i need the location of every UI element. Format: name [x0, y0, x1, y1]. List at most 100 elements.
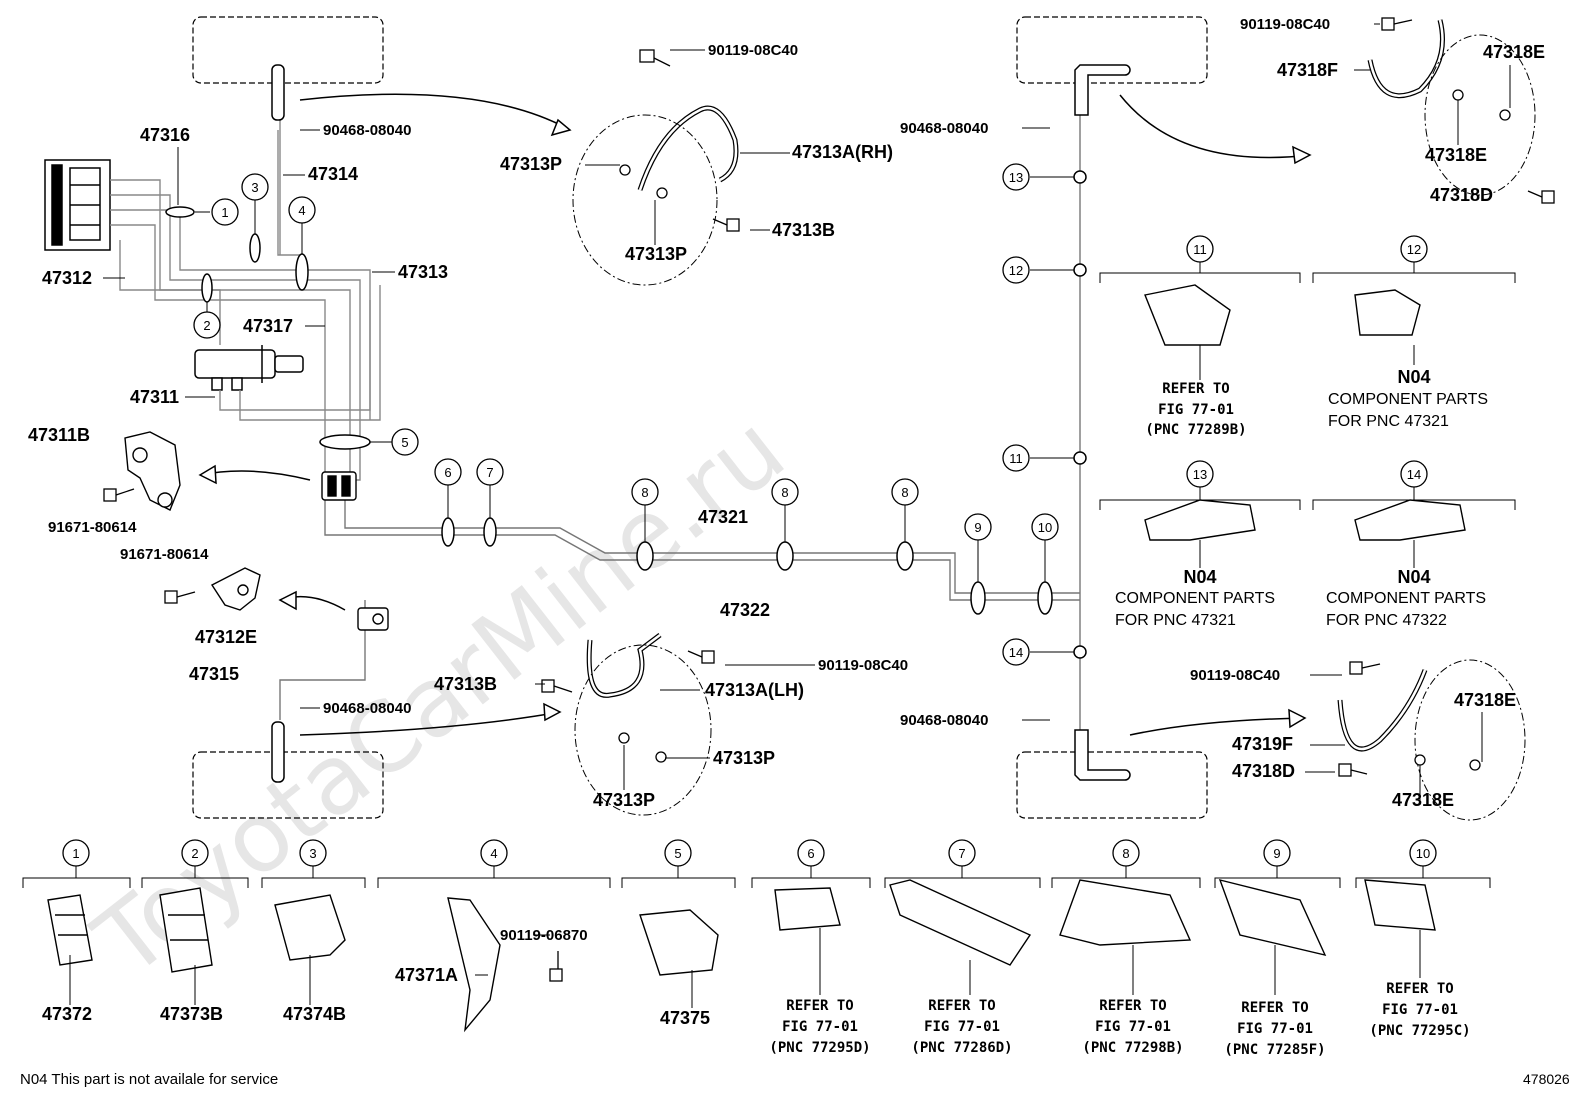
- label-47318E-2: 47318E: [1425, 145, 1487, 165]
- callout-11-top: [1186, 235, 1214, 263]
- callout-num: 12: [1009, 263, 1023, 278]
- clamp-47311B-icon: [124, 431, 181, 511]
- master-cylinder-icon: [44, 159, 111, 251]
- callout-num: 5: [674, 846, 681, 861]
- refer-7-pnc: (PNC 77286D): [911, 1040, 1012, 1056]
- label-47313: 47313: [398, 262, 448, 282]
- component-13: COMPONENT PARTS: [1115, 590, 1275, 607]
- callout-num: 2: [191, 846, 198, 861]
- callout-num: 10: [1038, 520, 1052, 535]
- label-47313A-LH: 47313A(LH): [705, 680, 804, 700]
- for-pnc-12: FOR PNC 47321: [1328, 413, 1449, 430]
- callout-num: 14: [1009, 645, 1023, 660]
- refer-notes: REFER TO FIG 77-01 (PNC 77289B) REFER TO…: [769, 381, 1470, 1058]
- clip-13-icon: [1144, 499, 1256, 541]
- washer-icons: [618, 89, 1511, 771]
- callout-num: 4: [298, 203, 305, 218]
- bolt-labels: 90119-08C40 90119-08C40 90119-08C40 9011…: [48, 16, 1330, 944]
- callout-8-bottom: [1112, 839, 1140, 867]
- refer-6: REFER TO: [786, 998, 853, 1014]
- part-labels: 47316 47314 47312 47313 47317 47311 4731…: [28, 42, 1545, 1028]
- callout-circles: [62, 163, 1437, 867]
- brake-tubes: [110, 85, 381, 490]
- clip-1-icon: [47, 894, 93, 966]
- component-notes: N04 COMPONENT PARTS FOR PNC 47321 N04 CO…: [1115, 367, 1488, 629]
- for-pnc-14: FOR PNC 47322: [1326, 612, 1447, 629]
- callout-num: 11: [1193, 242, 1207, 257]
- clip-6-icon: [774, 887, 841, 931]
- callout-num: 13: [1009, 170, 1023, 185]
- clip-5-icon: [639, 909, 719, 976]
- callout-9-bottom: [1263, 839, 1291, 867]
- direction-arrows: [199, 93, 1311, 736]
- refer-6-pnc: (PNC 77295D): [769, 1040, 870, 1056]
- component-14: COMPONENT PARTS: [1326, 590, 1486, 607]
- label-90119-08C40-b: 90119-08C40: [818, 657, 908, 674]
- callout-8b: [771, 478, 799, 506]
- rear-tube-47315: [279, 600, 366, 720]
- refer-8-fig: FIG 77-01: [1095, 1019, 1171, 1035]
- callout-num: 2: [203, 318, 210, 333]
- label-90119-08C40-a: 90119-08C40: [708, 42, 798, 59]
- callout-12: [1002, 256, 1030, 284]
- refer-8: REFER TO: [1099, 998, 1166, 1014]
- label-47313B-top: 47313B: [772, 220, 835, 240]
- callout-6-bottom: [797, 839, 825, 867]
- wheel-box-rear-left: [192, 751, 384, 819]
- label-47318F: 47318F: [1277, 60, 1338, 80]
- callout-num: 8: [901, 485, 908, 500]
- clip-2-icon: [159, 887, 213, 973]
- refer-8-pnc: (PNC 77298B): [1082, 1040, 1183, 1056]
- refer-11-pnc: (PNC 77289B): [1145, 422, 1246, 438]
- label-47372: 47372: [42, 1004, 92, 1024]
- refer-11-fig: FIG 77-01: [1158, 402, 1234, 418]
- callout-4-bottom: [480, 839, 508, 867]
- n04-12: N04: [1397, 367, 1430, 387]
- label-47374B: 47374B: [283, 1004, 346, 1024]
- clip-7-icon: [889, 879, 1032, 966]
- wheel-box-front-right: [1016, 16, 1208, 84]
- callout-4: [288, 196, 316, 224]
- label-47313A-RH: 47313A(RH): [792, 142, 893, 162]
- label-47318E-3: 47318E: [1454, 690, 1516, 710]
- label-47371A: 47371A: [395, 965, 458, 985]
- callout-2: [193, 311, 221, 339]
- callout-6: [434, 458, 462, 486]
- clip-3-icon: [274, 894, 346, 961]
- label-47318E-1: 47318E: [1483, 42, 1545, 62]
- callout-num: 3: [251, 180, 258, 195]
- callout-num: 8: [781, 485, 788, 500]
- callout-num: 5: [401, 435, 408, 450]
- label-47313P-1: 47313P: [500, 154, 562, 174]
- callout-num: 12: [1407, 242, 1421, 257]
- callout-5: [391, 428, 419, 456]
- clip-12-icon: [1354, 289, 1421, 336]
- label-90468-08040-c: 90468-08040: [900, 120, 988, 137]
- bottom-clip-icons: [47, 284, 1466, 1033]
- callout-14: [1002, 638, 1030, 666]
- callout-7-bottom: [948, 839, 976, 867]
- leader-lines: [69, 23, 1511, 1008]
- callout-num: 9: [974, 520, 981, 535]
- n04-13: N04: [1183, 567, 1216, 587]
- clip-10-icon: [1364, 879, 1436, 931]
- refer-7: REFER TO: [928, 998, 995, 1014]
- callout-num: 6: [444, 465, 451, 480]
- refer-10-fig: FIG 77-01: [1382, 1002, 1458, 1018]
- proportioning-valve-icon: [194, 345, 304, 391]
- label-90119-06870: 90119-06870: [500, 927, 588, 944]
- callout-1: [211, 198, 239, 226]
- label-47321: 47321: [698, 507, 748, 527]
- wheel-boxes: [192, 16, 1208, 819]
- label-47313B-bottom: 47313B: [434, 674, 497, 694]
- callout-10-bottom: [1409, 839, 1437, 867]
- figure-id: 478026: [1523, 1071, 1570, 1087]
- refer-7-fig: FIG 77-01: [924, 1019, 1000, 1035]
- refer-6-fig: FIG 77-01: [782, 1019, 858, 1035]
- clip-11-icon: [1144, 284, 1231, 346]
- callout-num: 1: [72, 846, 79, 861]
- callout-num: 9: [1273, 846, 1280, 861]
- callout-1-bottom: [62, 839, 90, 867]
- label-47316: 47316: [140, 125, 190, 145]
